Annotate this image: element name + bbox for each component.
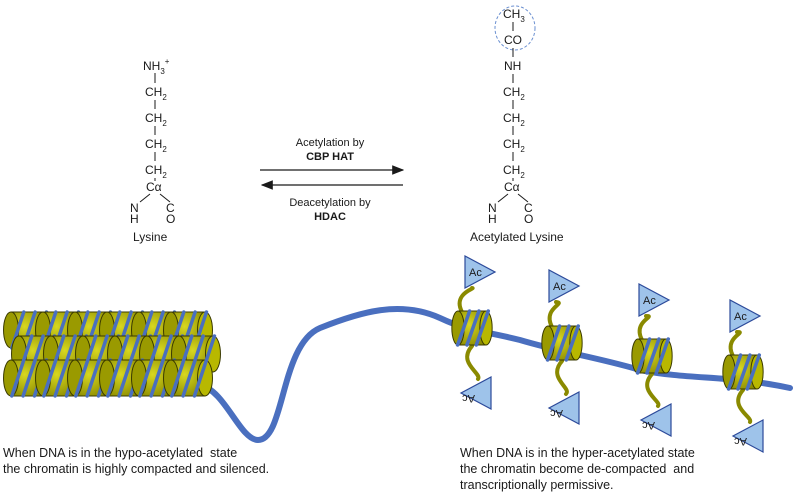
dna-strand <box>197 306 793 444</box>
acetyl-tag-icon: Ac <box>729 299 762 333</box>
acetyl-tag-icon: Ac <box>638 283 671 317</box>
acetyl-tag-icon: Ac <box>639 403 672 437</box>
acetyl-n: N <box>488 201 497 215</box>
acetyl-nh: NH <box>504 59 521 73</box>
acetyl-tag-label: Ac <box>462 392 475 404</box>
acetyl-group-highlight <box>494 5 536 51</box>
acetyl-tag-label: Ac <box>642 419 655 431</box>
acetyl-ch3: CH3 <box>503 7 525 24</box>
acetyl-ch2-2: CH2 <box>503 111 525 128</box>
reverse-reaction-line1: Deacetylation by <box>289 197 371 209</box>
caption-left-line1: When DNA is in the hypo-acetylated state <box>3 446 238 460</box>
caption-left-line2: the chromatin is highly compacted and si… <box>3 462 270 476</box>
lysine-h: H <box>130 212 139 226</box>
compact-nucleosome <box>163 358 213 398</box>
lysine-structure: NH3+ CH2 CH2 CH2 CH2 Cα N C H O Lysine <box>130 57 175 244</box>
acetyl-tag-icon: Ac <box>464 255 497 289</box>
acetyl-tag-label: Ac <box>734 311 747 323</box>
caption-hyper-acetylated: When DNA is in the hyper-acetylated stat… <box>460 445 695 493</box>
forward-reaction-line2: CBP HAT <box>306 151 354 163</box>
forward-reaction-line1: Acetylation by <box>296 137 365 149</box>
acetyl-tag-label: Ac <box>643 295 656 307</box>
lysine-ch2-4: CH2 <box>145 163 167 180</box>
histone-tail <box>728 330 742 358</box>
acetyl-co: CO <box>504 33 522 47</box>
lysine-ch2-1: CH2 <box>145 85 167 102</box>
acetyl-tag-icon: Ac <box>548 269 581 303</box>
acetyl-ch2-1: CH2 <box>503 85 525 102</box>
lysine-c: C <box>166 201 175 215</box>
reaction-arrows: Acetylation by CBP HAT Deacetylation by … <box>260 137 405 223</box>
acetyl-ch2-3: CH2 <box>503 137 525 154</box>
caption-right-line3: transcriptionally permissive. <box>460 478 614 492</box>
acetylated-lysine-structure: CH3 CO NH CH2 CH2 CH2 CH2 Cα N C H O Ace… <box>470 5 564 244</box>
caption-right-line2: the chromatin become de-compacted and <box>460 462 695 476</box>
compacted-chromatin <box>3 310 221 398</box>
acetyl-tag-label: Ac <box>550 407 563 419</box>
lysine-o: O <box>166 212 175 226</box>
open-nucleosome <box>451 309 493 347</box>
acetyl-o: O <box>524 212 533 226</box>
lysine-ch2-3: CH2 <box>145 137 167 154</box>
acetylated-lysine-label: Acetylated Lysine <box>470 230 564 244</box>
reverse-reaction-line2: HDAC <box>314 211 346 223</box>
acetyl-ch2-4: CH2 <box>503 163 525 180</box>
histone-tail <box>637 314 651 342</box>
compact-nucleosome <box>67 358 117 398</box>
histone-tail <box>645 372 661 408</box>
acetyl-tag-label: Ac <box>469 267 482 279</box>
acetyl-tag-label: Ac <box>734 435 747 447</box>
acetyl-tag-icon: Ac <box>459 376 492 410</box>
histone-tail <box>547 300 561 329</box>
histone-tail <box>736 388 753 424</box>
acetyl-h: H <box>488 212 497 226</box>
acetyl-ca: Cα <box>504 180 520 194</box>
open-nucleosome <box>631 337 673 375</box>
caption-hypo-acetylated: When DNA is in the hypo-acetylated state… <box>3 445 269 477</box>
open-nucleosome <box>722 353 764 391</box>
caption-right-line1: When DNA is in the hyper-acetylated stat… <box>460 446 695 460</box>
histone-tail <box>465 344 481 381</box>
acetyl-tag-icon: Ac <box>731 419 764 453</box>
acetyl-tag-icon: Ac <box>547 391 580 425</box>
acetyl-c: C <box>524 201 533 215</box>
lysine-ca: Cα <box>146 180 162 194</box>
open-nucleosome <box>541 324 583 362</box>
lysine-label: Lysine <box>133 230 168 244</box>
lysine-ch2-2: CH2 <box>145 111 167 128</box>
lysine-nh3: NH3+ <box>143 57 170 76</box>
acetyl-tag-label: Ac <box>553 281 566 293</box>
histone-tail <box>457 286 475 314</box>
lysine-n: N <box>130 201 139 215</box>
histone-tail <box>555 359 569 396</box>
